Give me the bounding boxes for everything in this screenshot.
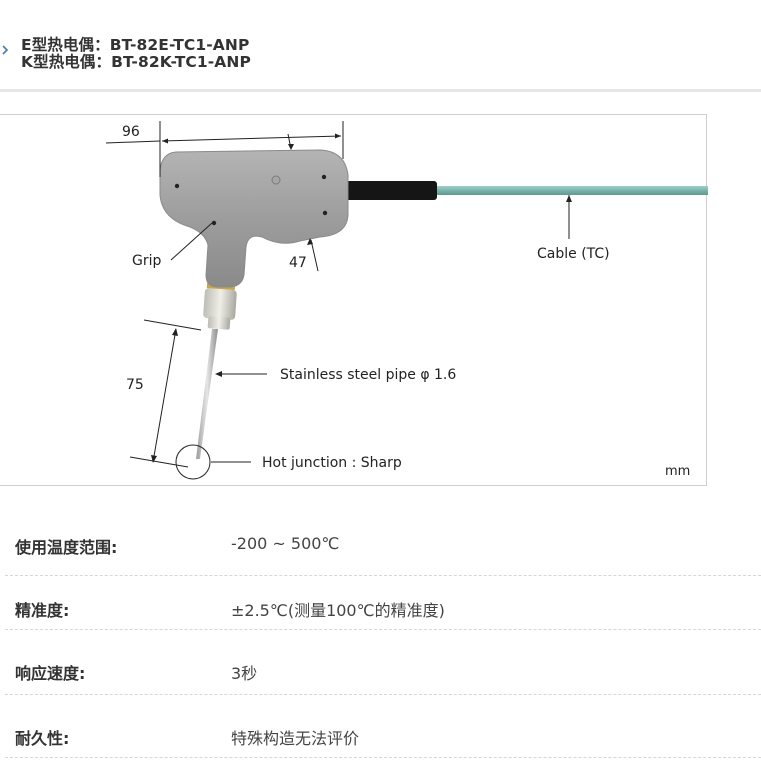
spec-value: -200 ~ 500℃ [231, 534, 340, 553]
grip-label: Grip [132, 253, 161, 269]
model-e-type: E型热电偶：BT-82E-TC1-ANP [21, 36, 250, 54]
row-divider [5, 694, 761, 695]
cable [430, 186, 708, 195]
cable-sleeve [340, 181, 437, 200]
spec-value: ±2.5℃(测量100℃的精准度) [231, 601, 445, 620]
spec-row-durability: 耐久性: 特殊构造无法评价 [0, 694, 761, 758]
spec-value: 特殊构造无法评价 [231, 729, 360, 748]
model-k-type: K型热电偶：BT-82K-TC1-ANP [21, 53, 251, 71]
product-diagram: 96 Grip 47 Cable (TC) 75 Stainless steel… [0, 114, 708, 486]
cable-label: Cable (TC) [537, 246, 610, 262]
section-divider [0, 89, 761, 92]
pipe-label: Stainless steel pipe φ 1.6 [280, 367, 456, 383]
thermocouple-diagram: 96 Grip 47 Cable (TC) 75 Stainless steel… [105, 121, 708, 480]
spec-row-temperature-range: 使用温度范围: -200 ~ 500℃ [0, 512, 761, 576]
spec-row-response-speed: 响应速度: 3秒 [0, 631, 761, 695]
product-title-block: E型热电偶：BT-82E-TC1-ANP K型热电偶：BT-82K-TC1-AN… [0, 34, 761, 74]
unit-label: mm [665, 464, 690, 479]
stainless-pipe [196, 329, 218, 459]
row-divider [5, 575, 761, 576]
chevron-right-icon [2, 45, 9, 55]
spec-label: 耐久性: [15, 729, 70, 748]
hot-junction-marker [175, 444, 211, 480]
dimension-height-label: 47 [289, 255, 307, 271]
grip-handle [159, 149, 349, 288]
spec-label: 精准度: [15, 601, 70, 620]
dimension-width-label: 96 [122, 124, 140, 140]
spec-value: 3秒 [231, 664, 258, 683]
row-divider [5, 629, 761, 630]
row-divider [5, 757, 761, 758]
dimension-pipe-length-label: 75 [126, 377, 144, 393]
ferrule-nut [203, 288, 237, 320]
spec-label: 使用温度范围: [15, 538, 118, 557]
spec-label: 响应速度: [15, 664, 86, 683]
hot-junction-label: Hot junction : Sharp [262, 455, 402, 471]
spec-row-accuracy: 精准度: ±2.5℃(测量100℃的精准度) [0, 566, 761, 630]
